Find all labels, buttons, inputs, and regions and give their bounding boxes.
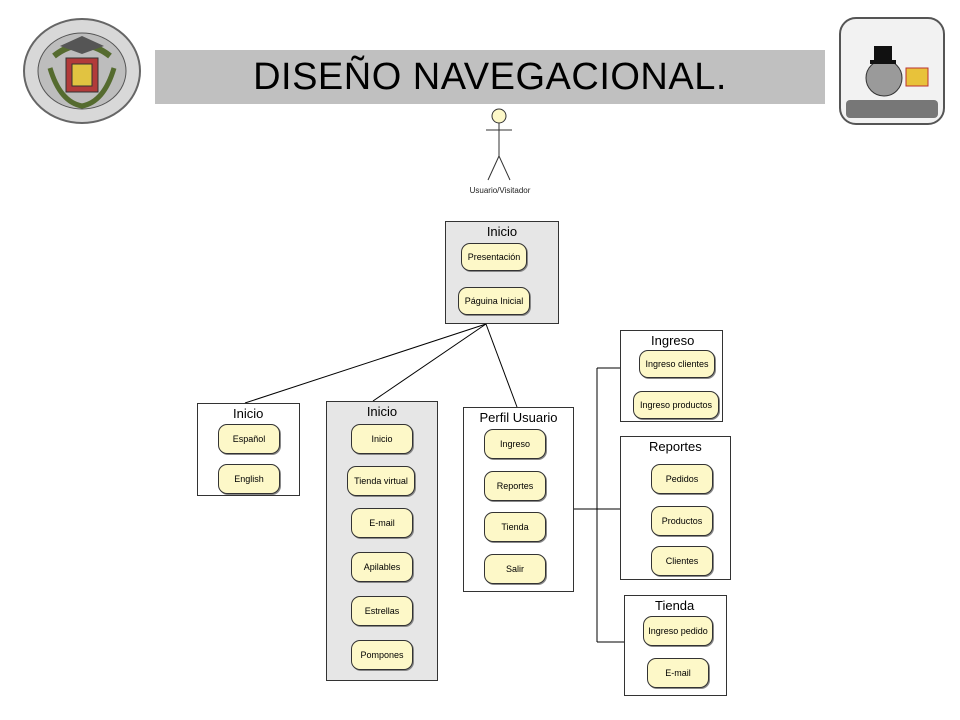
node-tienda-email[interactable]: E-mail — [647, 658, 709, 688]
box-inicio-menu: Inicio Inicio Tienda virtual E-mail Apil… — [326, 401, 438, 681]
node-inicio[interactable]: Inicio — [351, 424, 413, 454]
link-inicio-menu — [372, 323, 487, 402]
node-pedidos[interactable]: Pedidos — [651, 464, 713, 494]
actor-label: Usuario/Visitador — [469, 186, 531, 195]
node-ingreso-productos[interactable]: Ingreso productos — [633, 391, 719, 419]
node-ingreso[interactable]: Ingreso — [484, 429, 546, 459]
node-english[interactable]: English — [218, 464, 280, 494]
creaciones-sortijerito-logo — [838, 16, 946, 126]
box-title: Inicio — [366, 404, 398, 419]
node-email[interactable]: E-mail — [351, 508, 413, 538]
node-apilables[interactable]: Apilables — [351, 552, 413, 582]
node-presentacion[interactable]: Presentación — [461, 243, 527, 271]
box-title: Inicio — [486, 224, 518, 239]
box-ingreso: Ingreso Ingreso clientes Ingreso product… — [620, 330, 723, 422]
node-tienda-virtual[interactable]: Tienda virtual — [347, 466, 415, 496]
node-espanol[interactable]: Español — [218, 424, 280, 454]
box-perfil-usuario: Perfil Usuario Ingreso Reportes Tienda S… — [463, 407, 574, 592]
node-reportes[interactable]: Reportes — [484, 471, 546, 501]
actor-icon — [486, 108, 512, 181]
box-title: Inicio — [233, 406, 264, 421]
box-title: Perfil Usuario — [479, 410, 558, 425]
box-tienda: Tienda Ingreso pedido E-mail — [624, 595, 727, 696]
link-inicio-lang — [244, 323, 487, 404]
escuela-politecnica-logo — [20, 16, 144, 126]
box-inicio-lang: Inicio Español English — [197, 403, 300, 496]
node-ingreso-pedido[interactable]: Ingreso pedido — [643, 616, 713, 646]
node-pompones[interactable]: Pompones — [351, 640, 413, 670]
node-tienda[interactable]: Tienda — [484, 512, 546, 542]
node-ingreso-clientes[interactable]: Ingreso clientes — [639, 350, 715, 378]
node-clientes[interactable]: Clientes — [651, 546, 713, 576]
node-salir[interactable]: Salir — [484, 554, 546, 584]
node-productos[interactable]: Productos — [651, 506, 713, 536]
box-reportes: Reportes Pedidos Productos Clientes — [620, 436, 731, 580]
node-pagina-inicial[interactable]: Páguina Inicial — [458, 287, 530, 315]
box-title: Ingreso — [651, 333, 695, 348]
box-title: Reportes — [649, 439, 702, 454]
box-title: Tienda — [655, 598, 695, 613]
page-title: DISEÑO NAVEGACIONAL. — [155, 50, 825, 104]
node-estrellas[interactable]: Estrellas — [351, 596, 413, 626]
link-perfil — [485, 323, 518, 408]
box-inicio-main: Inicio Presentación Páguina Inicial — [445, 221, 559, 324]
